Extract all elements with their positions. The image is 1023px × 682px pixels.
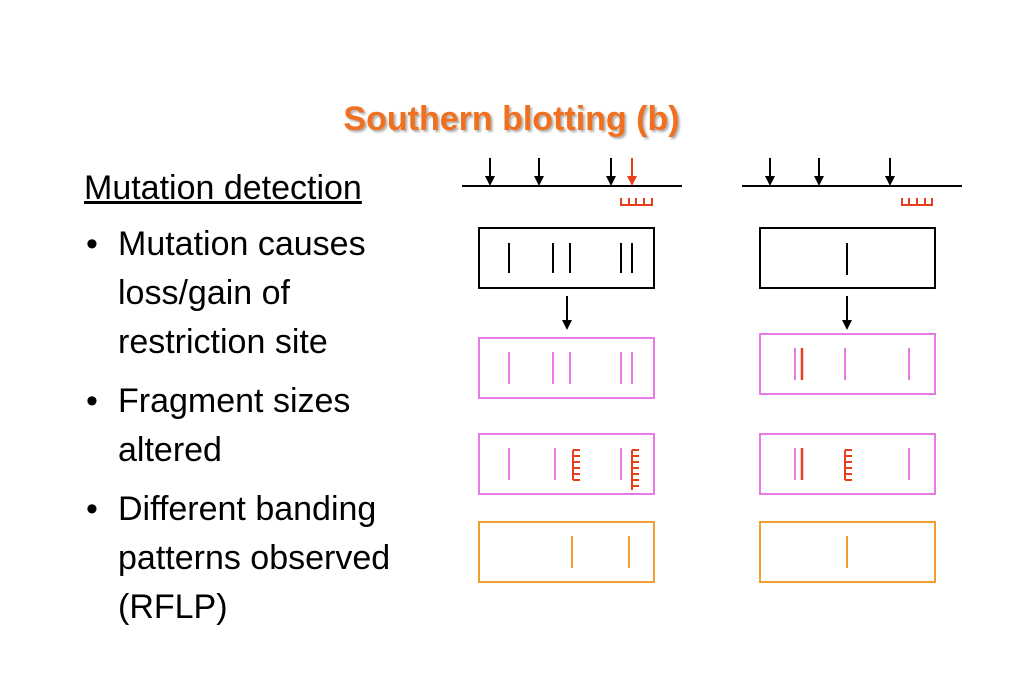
bullet-list: • Mutation causes loss/gain of restricti…: [84, 220, 454, 632]
down-arrow-icon: [606, 158, 616, 186]
bullet-3-line-1: Different banding: [118, 490, 377, 528]
right-blot-box: [759, 333, 936, 395]
down-arrow-icon: [765, 158, 775, 186]
down-arrow-icon: [562, 296, 572, 330]
down-arrow-icon: [534, 158, 544, 186]
bullet-item-1: • Mutation causes loss/gain of restricti…: [84, 220, 454, 367]
bullet-2-line-2: altered: [118, 431, 222, 469]
left-gel-box: [478, 227, 655, 289]
bullet-1-line-3: restriction site: [118, 323, 328, 361]
text-panel: Mutation detection • Mutation causes los…: [84, 168, 454, 642]
mutation-site-arrow-icon: [627, 158, 637, 186]
probe-comb-icon: [901, 198, 933, 206]
left-blot-box: [478, 337, 655, 399]
down-arrow-icon: [485, 158, 495, 186]
heading-mutation-detection: Mutation detection: [84, 169, 362, 207]
down-arrow-icon: [885, 158, 895, 186]
down-arrow-icon: [842, 296, 852, 330]
bullet-dot: •: [86, 490, 98, 528]
left-dna-map: [462, 158, 682, 206]
probe-comb-icon: [844, 449, 852, 481]
probe-comb-icon: [631, 449, 639, 490]
bullet-3-line-3: (RFLP): [118, 588, 228, 626]
bullet-dot: •: [86, 382, 98, 420]
bullet-2-line-1: Fragment sizes: [118, 382, 351, 420]
bullet-dot: •: [86, 225, 98, 263]
bullet-item-3: • Different banding patterns observed (R…: [84, 485, 454, 632]
probe-comb-icon: [620, 198, 653, 206]
bullet-item-2: • Fragment sizes altered: [84, 377, 454, 475]
right-gel-box: [759, 227, 936, 289]
right-dna-map: [742, 158, 962, 206]
probe-comb-icon: [572, 449, 580, 481]
bullet-1-line-1: Mutation causes: [118, 225, 366, 263]
slide-title: Southern blotting (b): [343, 100, 680, 138]
bullet-3-line-2: patterns observed: [118, 539, 391, 577]
right-autoradiograph-box: [759, 521, 936, 583]
down-arrow-icon: [814, 158, 824, 186]
left-hybridisation-box: [478, 433, 655, 495]
left-autoradiograph-box: [478, 521, 655, 583]
bullet-1-line-2: loss/gain of: [118, 274, 290, 312]
right-hybridisation-box: [759, 433, 936, 495]
